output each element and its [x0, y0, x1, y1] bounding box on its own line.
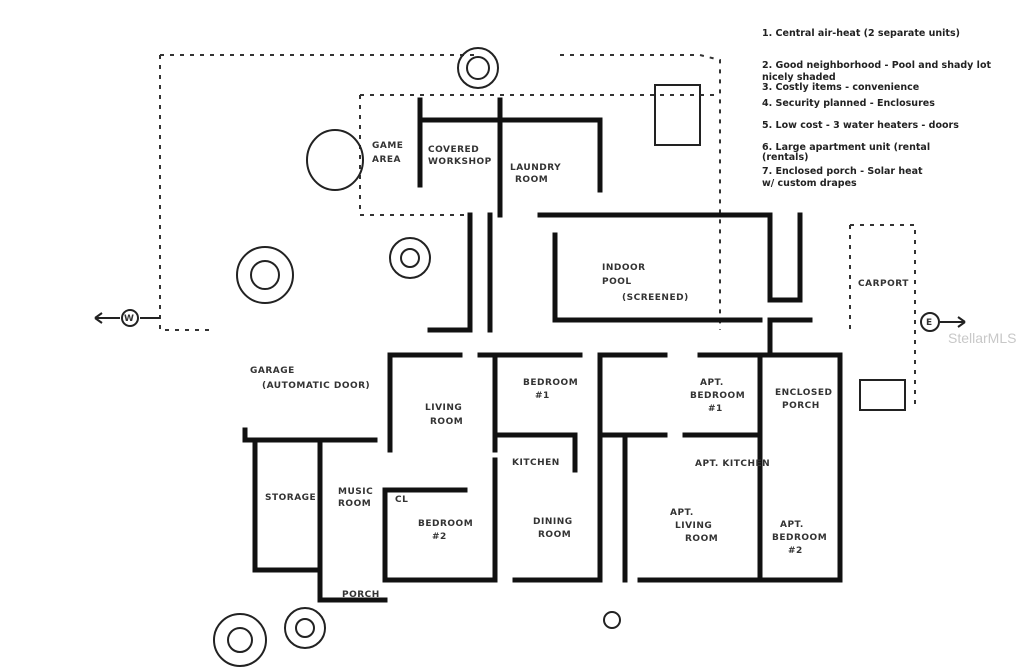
note-item: w/ custom drapes: [762, 178, 857, 189]
tree-icons: [213, 47, 499, 667]
apt-bedroom-2-number: #2: [788, 546, 803, 556]
note-item: 3. Costly items - convenience: [762, 82, 919, 93]
living-room-label: LIVING: [425, 403, 462, 413]
bedroom-1-label: BEDROOM: [523, 378, 578, 388]
dining-room-label: DINING: [533, 517, 573, 527]
kitchen-label: KITCHEN: [512, 458, 560, 468]
laundry-room-label: LAUNDRY: [510, 163, 561, 173]
pool-label: INDOOR: [602, 263, 646, 273]
garage-note-label: (AUTOMATIC DOOR): [262, 381, 370, 391]
covered-workshop-label-2: WORKSHOP: [428, 157, 492, 167]
note-item: 1. Central air-heat (2 separate units): [762, 28, 960, 39]
apt-bedroom-2-label-2: BEDROOM: [772, 533, 827, 543]
music-room-label-2: ROOM: [338, 499, 371, 509]
apt-living-label: APT.: [670, 508, 694, 518]
dining-room-label-2: ROOM: [538, 530, 571, 540]
enclosed-porch-label-2: PORCH: [782, 401, 820, 411]
pool-label-3: (SCREENED): [622, 293, 689, 303]
game-area-label-2: AREA: [372, 155, 401, 165]
game-area-label: GAME: [372, 141, 403, 151]
garage-label: GARAGE: [250, 366, 295, 376]
bedroom-2-number: #2: [432, 532, 447, 542]
pool-label-2: POOL: [602, 277, 632, 287]
watermark: StellarMLS: [948, 330, 1016, 346]
note-item: (rentals): [762, 152, 808, 163]
laundry-room-label-2: ROOM: [515, 175, 548, 185]
property-boundary: [159, 54, 916, 410]
entrance-markers: [94, 309, 966, 629]
apt-living-label-3: ROOM: [685, 534, 718, 544]
living-room-label-2: ROOM: [430, 417, 463, 427]
note-item: 7. Enclosed porch - Solar heat: [762, 166, 923, 177]
walls: [242, 84, 906, 603]
apt-bedroom-1-label: APT.: [700, 378, 724, 388]
apt-bedroom-1-number: #1: [708, 404, 723, 414]
apt-bedroom-1-label-2: BEDROOM: [690, 391, 745, 401]
entrance-west-label: W: [124, 314, 134, 324]
bedroom-1-number: #1: [535, 391, 550, 401]
porch-label: PORCH: [342, 590, 380, 600]
carport-label: CARPORT: [858, 279, 909, 289]
note-item: nicely shaded: [762, 72, 836, 83]
enclosed-porch-label: ENCLOSED: [775, 388, 832, 398]
closet-label: CL: [395, 495, 408, 505]
covered-workshop-label: COVERED: [428, 145, 479, 155]
entrance-east-label: E: [926, 318, 933, 328]
storage-label: STORAGE: [265, 493, 316, 503]
note-item: 6. Large apartment unit (rental: [762, 142, 930, 153]
apt-kitchen-label: APT. KITCHEN: [695, 459, 770, 469]
bedroom-2-label: BEDROOM: [418, 519, 473, 529]
apt-living-label-2: LIVING: [675, 521, 712, 531]
note-item: 2. Good neighborhood - Pool and shady lo…: [762, 60, 991, 71]
note-item: 4. Security planned - Enclosures: [762, 98, 935, 109]
apt-bedroom-2-label: APT.: [780, 520, 804, 530]
note-item: 5. Low cost - 3 water heaters - doors: [762, 120, 959, 131]
music-room-label: MUSIC: [338, 487, 373, 497]
notes-list: 1. Central air-heat (2 separate units) 2…: [762, 28, 991, 189]
